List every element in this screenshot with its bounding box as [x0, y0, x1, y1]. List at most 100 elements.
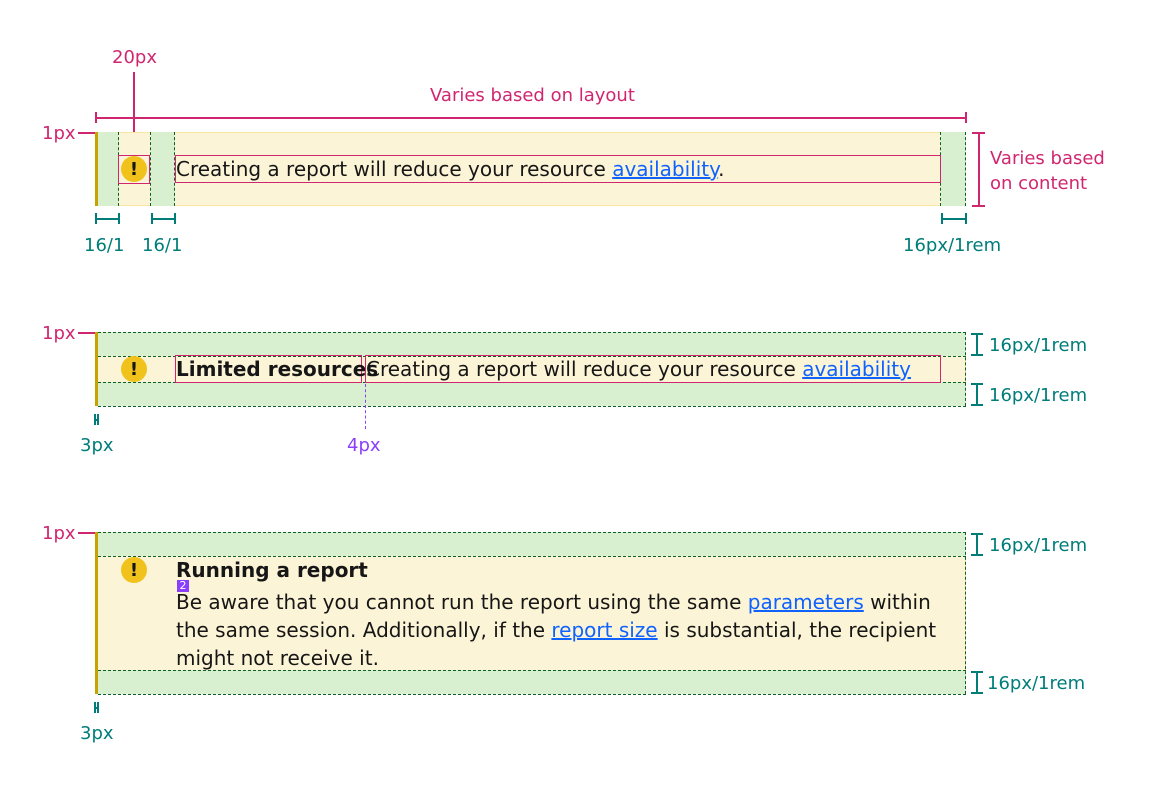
pad-bottom-dim-tick-b — [971, 692, 983, 694]
padding-top — [98, 332, 966, 356]
left-border-stripe — [95, 332, 98, 406]
pad-bottom-dim-tick-t — [971, 383, 983, 385]
spacing-badge: 2 — [177, 580, 189, 592]
message-text: Creating a report will reduce your resou… — [176, 157, 613, 181]
border-label: 1px — [42, 323, 76, 344]
guide — [965, 532, 966, 694]
pad-bottom-label: 16px/1rem — [989, 385, 1088, 406]
pad-bottom-label: 16px/1rem — [987, 673, 1086, 694]
warning-icon: ! — [121, 557, 147, 583]
pad-left-label-2: 16/1 — [142, 235, 183, 256]
pad-dim-1 — [95, 218, 119, 220]
icon-size-label: 20px — [112, 47, 157, 68]
pad-dim-1-tick-r — [118, 213, 120, 224]
warning-icon: ! — [121, 356, 147, 382]
line-2-text: the same session. Additionally, if the — [176, 618, 552, 642]
message-end: . — [718, 157, 725, 181]
pad-dim-2-tick-l — [151, 213, 153, 224]
notification-title: Running a report — [176, 558, 368, 582]
availability-link[interactable]: availability — [802, 357, 911, 381]
message-line-3: might not receive it. — [176, 646, 379, 670]
pad-bottom-dim — [976, 383, 978, 405]
pad-left-label-1: 16/1 — [84, 235, 125, 256]
pad-dim-3 — [941, 218, 966, 220]
border-leader — [78, 132, 96, 134]
pad-bottom-dim — [976, 671, 978, 693]
line-1-end: within — [863, 590, 931, 614]
pad-dim-2-tick-r — [174, 213, 176, 224]
pad-top-label: 16px/1rem — [989, 535, 1088, 556]
pad-top-dim-tick-t — [971, 333, 983, 335]
title-bounding-box — [175, 355, 362, 383]
border-leader — [78, 332, 96, 334]
guide — [965, 332, 966, 406]
pad-bottom-dim-tick-b — [971, 404, 983, 406]
gap-label: 4px — [347, 435, 381, 456]
guide — [98, 406, 966, 407]
guide — [98, 356, 966, 357]
padding-left — [97, 132, 119, 206]
notification-message: Creating a report will reduce your resou… — [366, 355, 911, 383]
stripe-dim — [95, 707, 98, 709]
message-line-2: the same session. Additionally, if the r… — [176, 616, 936, 644]
padding-right — [941, 132, 966, 206]
pad-dim-3-tick-l — [941, 213, 943, 224]
inline-notification-banner — [95, 532, 966, 694]
width-dimension-line — [95, 117, 966, 119]
pad-right-label: 16px/1rem — [903, 235, 1002, 256]
message-line-1: Be aware that you cannot run the report … — [176, 588, 931, 616]
guide — [98, 670, 966, 671]
warning-icon: ! — [121, 156, 147, 182]
border-label: 1px — [42, 523, 76, 544]
left-border-label: 3px — [80, 435, 114, 456]
height-tick-top — [972, 132, 985, 134]
left-border-label: 3px — [80, 723, 114, 744]
report-size-link[interactable]: report size — [551, 618, 658, 642]
message-bounding-box — [365, 355, 941, 383]
height-label-line-2: on content — [990, 173, 1088, 194]
inline-notification-banner — [95, 132, 966, 206]
left-border-stripe — [95, 132, 98, 206]
guide — [174, 132, 175, 206]
height-dimension-line — [978, 132, 980, 206]
pad-top-dim-tick-b — [971, 354, 983, 356]
availability-link[interactable]: availability — [612, 157, 719, 181]
pad-top-dim — [976, 333, 978, 355]
notification-message: Creating a report will reduce your resou… — [176, 155, 724, 183]
notification-title: Limited resources — [176, 357, 379, 381]
guide — [98, 556, 966, 557]
stripe-dim-tick-l — [94, 702, 96, 713]
padding-bottom — [98, 670, 966, 694]
padding-bottom — [98, 382, 966, 406]
padding-icon-gap — [151, 132, 175, 206]
guide — [98, 532, 966, 533]
icon-bounding-box — [118, 155, 150, 184]
width-tick-left — [95, 112, 97, 123]
padding-top — [98, 532, 966, 556]
pad-dim-3-tick-r — [965, 213, 967, 224]
height-tick-bottom — [972, 205, 985, 207]
line-2-end: is substantial, the recipient — [657, 618, 937, 642]
pad-dim-1-tick-l — [95, 213, 97, 224]
pad-top-dim — [976, 533, 978, 555]
guide — [965, 132, 966, 206]
pad-top-dim-tick-t — [971, 533, 983, 535]
pad-top-dim-tick-b — [971, 554, 983, 556]
icon-size-leader — [133, 72, 135, 156]
pad-bottom-dim-tick-t — [971, 671, 983, 673]
message-text: Creating a report will reduce your resou… — [366, 357, 803, 381]
width-label: Varies based on layout — [430, 85, 635, 106]
line-1-text: Be aware that you cannot run the report … — [176, 590, 748, 614]
stripe-dim-tick-r — [97, 702, 99, 713]
pad-top-label: 16px/1rem — [989, 335, 1088, 356]
stripe-dim — [95, 419, 98, 421]
guide — [98, 694, 966, 695]
stripe-dim-tick-r — [97, 414, 99, 425]
parameters-link[interactable]: parameters — [747, 590, 864, 614]
message-bounding-box — [175, 155, 941, 183]
height-label-line-1: Varies based — [990, 148, 1105, 169]
width-tick-right — [965, 112, 967, 123]
border-leader — [78, 532, 96, 534]
pad-dim-2 — [151, 218, 175, 220]
stripe-dim-tick-l — [94, 414, 96, 425]
